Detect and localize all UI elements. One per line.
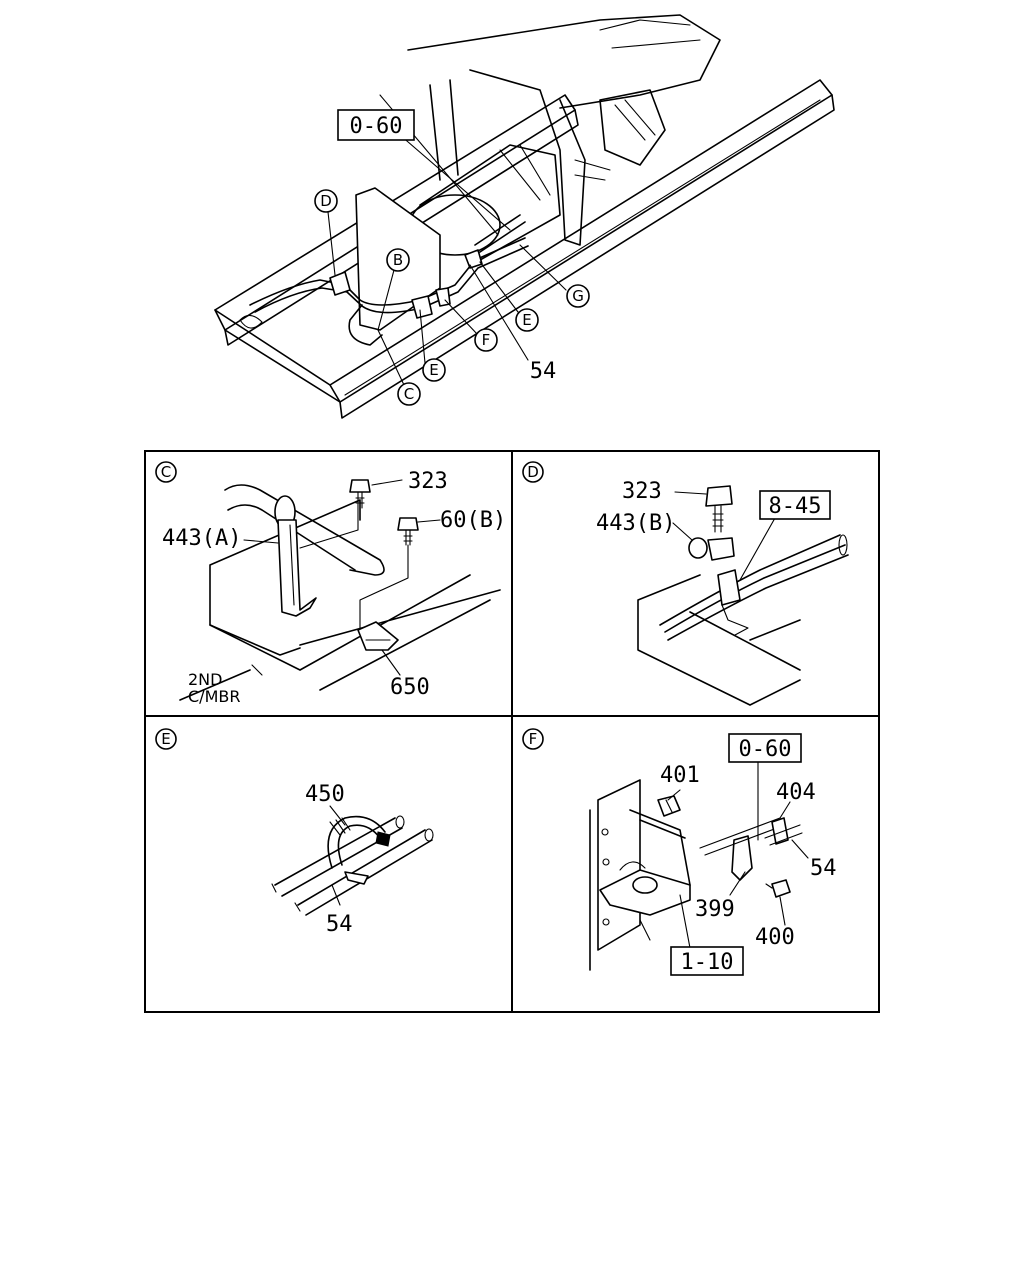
- part-c-323: 323: [408, 469, 448, 494]
- callout-c-circle: [397, 382, 421, 406]
- boxed-ref-0-60-f: [728, 733, 802, 763]
- part-e-450: 450: [305, 782, 345, 807]
- panel-f-title: F: [529, 730, 538, 748]
- boxed-ref-1-10: [670, 946, 744, 976]
- callout-f-circle: [474, 328, 498, 352]
- boxed-ref-label: 0-60: [350, 114, 403, 139]
- part-d-443b: 443(B): [596, 511, 675, 536]
- callout-e-circle: [515, 308, 539, 332]
- callout-c: C: [404, 385, 414, 403]
- boxed-ref-f-1-10: 1-10: [681, 950, 734, 975]
- boxed-ref-0-60: [337, 109, 415, 141]
- part-54: 54: [530, 359, 557, 384]
- callout-b: B: [393, 251, 403, 269]
- callout-g-circle: [566, 284, 590, 308]
- chassis-view: 0-60 D B G E F E C 54: [214, 14, 835, 419]
- part-f-404: 404: [776, 780, 816, 805]
- panel-c-title: C: [161, 463, 171, 481]
- callout-e2-circle: [422, 358, 446, 382]
- panel-c: C 323 443(A) 60(B) 650 2ND C/MBR: [155, 461, 506, 706]
- part-f-400: 400: [755, 925, 795, 950]
- part-f-54: 54: [810, 856, 837, 881]
- boxed-ref-8-45: [759, 490, 831, 520]
- part-c-60b: 60(B): [440, 508, 506, 533]
- boxed-ref-d: 8-45: [769, 494, 822, 519]
- callout-f: F: [482, 331, 491, 349]
- panel-e-title: E: [161, 730, 170, 748]
- part-e-54: 54: [326, 912, 353, 937]
- callout-d-circle: [314, 189, 338, 213]
- panel-f: F 0-60 1-10 401 404 54 399 400: [522, 728, 837, 976]
- panel-d: D 8-45 323 443(B): [522, 461, 849, 706]
- note-c-line1: 2ND: [188, 670, 222, 689]
- boxed-ref-f-0-60: 0-60: [739, 737, 792, 762]
- callout-d: D: [320, 192, 332, 210]
- part-c-650: 650: [390, 675, 430, 700]
- panel-d-title: D: [527, 463, 539, 481]
- note-c-line2: C/MBR: [188, 687, 240, 706]
- callout-e: E: [522, 311, 531, 329]
- callout-g: G: [572, 287, 584, 305]
- part-d-323: 323: [622, 479, 662, 504]
- panel-e: E 450 54: [155, 728, 434, 937]
- callout-b-circle: [386, 248, 410, 272]
- part-c-443a: 443(A): [162, 526, 241, 551]
- part-f-399: 399: [695, 897, 735, 922]
- callout-e2: E: [429, 361, 438, 379]
- part-f-401: 401: [660, 763, 700, 788]
